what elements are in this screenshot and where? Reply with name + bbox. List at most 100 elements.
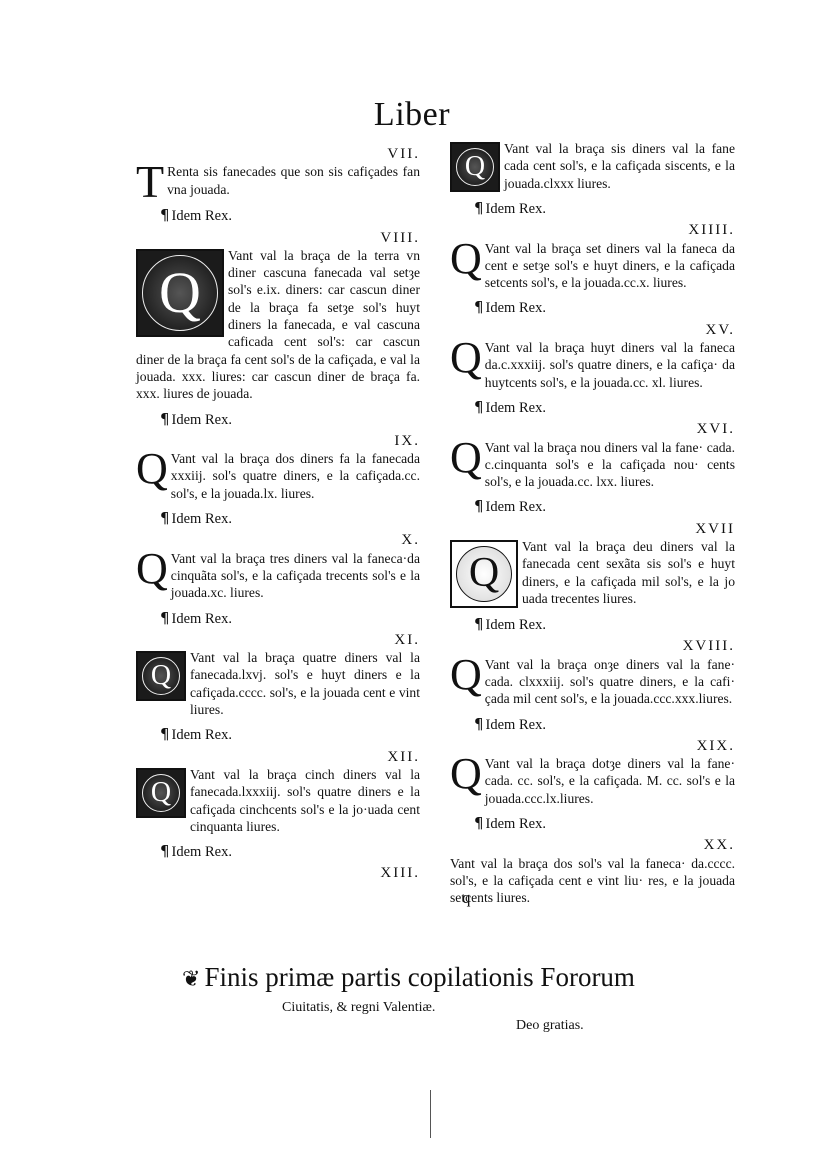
chapter-number: XVII — [695, 520, 735, 537]
initial-letter: Q — [450, 749, 482, 799]
idem-rex-text: Idem Rex. — [485, 816, 546, 833]
binding-mark — [430, 1090, 431, 1138]
ornamented-initial-icon: Q — [136, 651, 186, 702]
chapter-number: XX. — [703, 837, 735, 854]
pilcrow-icon: ¶ — [160, 206, 170, 225]
initial-letter: Q — [142, 773, 180, 812]
pilcrow-icon: ¶ — [474, 199, 484, 217]
paragraph-text: Vant val la braça dos sol's val la fanec… — [450, 855, 735, 906]
idem-rex-text: Idem Rex. — [485, 201, 546, 217]
colophon-line-3: Deo gratias. — [516, 1018, 584, 1033]
idem-rex-line: ¶Idem Rex. — [160, 726, 420, 744]
paragraph-text: Vant val la braça set diners val la fane… — [484, 240, 735, 291]
paragraph-text: Vant val la braça dotȝe diners val la fa… — [484, 756, 735, 806]
idem-rex-text: Idem Rex. — [485, 716, 546, 733]
paragraph-entry: Vant val la braça dos sol's val la fanec… — [450, 855, 735, 907]
pilcrow-icon: ¶ — [474, 615, 484, 634]
chapter-number: XIX. — [696, 737, 735, 754]
idem-rex-text: Idem Rex. — [171, 610, 232, 627]
paragraph-text: Vant val la braça onȝe diners val la fan… — [484, 656, 735, 707]
initial-letter: Q — [450, 233, 482, 283]
idem-rex-text: Idem Rex. — [485, 300, 546, 317]
chapter-number: XII. — [387, 748, 420, 765]
idem-rex-line: ¶Idem Rex. — [474, 299, 735, 317]
paragraph-text: Vant val la braça dos diners fa la fanec… — [170, 451, 420, 501]
paragraph-text: Renta sis fanecades que son sis cafiçade… — [167, 164, 420, 197]
idem-rex-text: Idem Rex. — [171, 844, 232, 861]
chapter-number: XVIII. — [682, 638, 735, 655]
pilcrow-icon: ¶ — [160, 842, 170, 861]
marginal-letter: q — [462, 888, 471, 907]
initial-letter: Q — [136, 543, 168, 593]
right-column: Q Vant val la braça sis diners val la fan… — [450, 140, 735, 907]
colophon-finis: ❦Finis primæ partis copilationis Fororum — [182, 962, 635, 993]
idem-rex-line: ¶Idem Rex. — [474, 397, 735, 417]
paragraph-entry: Q Vant val la braça quatre diners val la … — [136, 649, 420, 718]
chapter-number: VII. — [387, 146, 420, 162]
chapter-number: X. — [401, 532, 420, 549]
paragraph-text: Vant val la braça huyt diners val la fan… — [484, 340, 735, 390]
paragraph-text: Vant val la braça quatre diners val la f… — [190, 650, 420, 718]
idem-rex-line: ¶Idem Rex. — [160, 608, 420, 628]
paragraph-text: Vant val la braça deu diners val la fane… — [522, 539, 735, 606]
pilcrow-icon: ¶ — [160, 608, 170, 627]
paragraph-entry: Q Vant val la braça sis diners val la fan… — [450, 140, 735, 192]
idem-rex-text: Idem Rex. — [171, 208, 232, 225]
pilcrow-icon: ¶ — [474, 298, 484, 317]
initial-letter: Q — [456, 546, 512, 603]
initial-letter: Q — [456, 148, 494, 186]
colophon-line-2: Ciuitatis, & regni Valentiæ. — [282, 1000, 436, 1015]
chapter-number: XVI. — [696, 421, 735, 438]
ornamented-initial-icon: Q — [136, 767, 186, 818]
initial-letter: T — [136, 156, 165, 208]
page-title: Liber — [373, 96, 451, 133]
pilcrow-icon: ¶ — [160, 509, 170, 528]
paragraph-text: Vant val la braça sis diners val la fane… — [504, 141, 735, 191]
pilcrow-icon: ¶ — [160, 409, 170, 428]
fleuron-icon: ❦ — [182, 967, 201, 992]
initial-letter: Q — [142, 657, 180, 696]
idem-rex-line: ¶Idem Rex. — [474, 714, 735, 734]
ornamented-initial-icon: Q — [136, 248, 224, 337]
colophon-line-1: Finis primæ partis copilationis Fororum — [204, 962, 635, 992]
paragraph-text: Vant val la braça tres diners val la fan… — [170, 550, 420, 601]
pilcrow-icon: ¶ — [160, 725, 170, 744]
idem-rex-text: Idem Rex. — [171, 511, 232, 528]
chapter-number: XV. — [705, 321, 735, 338]
initial-letter: Q — [450, 333, 482, 383]
chapter-number: XI. — [394, 631, 420, 648]
idem-rex-text: Idem Rex. — [485, 399, 546, 416]
initial-letter: Q — [142, 254, 218, 331]
chapter-number: VIII. — [380, 229, 420, 246]
idem-rex-line: ¶Idem Rex. — [160, 207, 420, 225]
idem-rex-line: ¶Idem Rex. — [160, 842, 420, 861]
idem-rex-text: Idem Rex. — [485, 617, 546, 634]
paragraph-text: Vant val la braça nou diners val la fane… — [484, 439, 735, 490]
paragraph-text: Vant val la braça de la terra vn diner c… — [136, 247, 420, 402]
idem-rex-line: ¶Idem Rex. — [474, 615, 735, 634]
pilcrow-icon: ¶ — [474, 497, 484, 516]
idem-rex-line: ¶Idem Rex. — [160, 509, 420, 528]
chapter-number: XIII. — [380, 865, 420, 882]
pilcrow-icon: ¶ — [474, 397, 484, 416]
idem-rex-line: ¶Idem Rex. — [474, 199, 735, 218]
idem-rex-line: ¶Idem Rex. — [160, 409, 420, 429]
ornamented-initial-icon: Q — [450, 540, 518, 609]
pilcrow-icon: ¶ — [474, 714, 484, 733]
idem-rex-text: Idem Rex. — [171, 727, 232, 744]
chapter-number: XIIII. — [688, 222, 735, 239]
ornamented-initial-icon: Q — [450, 142, 500, 192]
idem-rex-text: Idem Rex. — [171, 411, 232, 428]
